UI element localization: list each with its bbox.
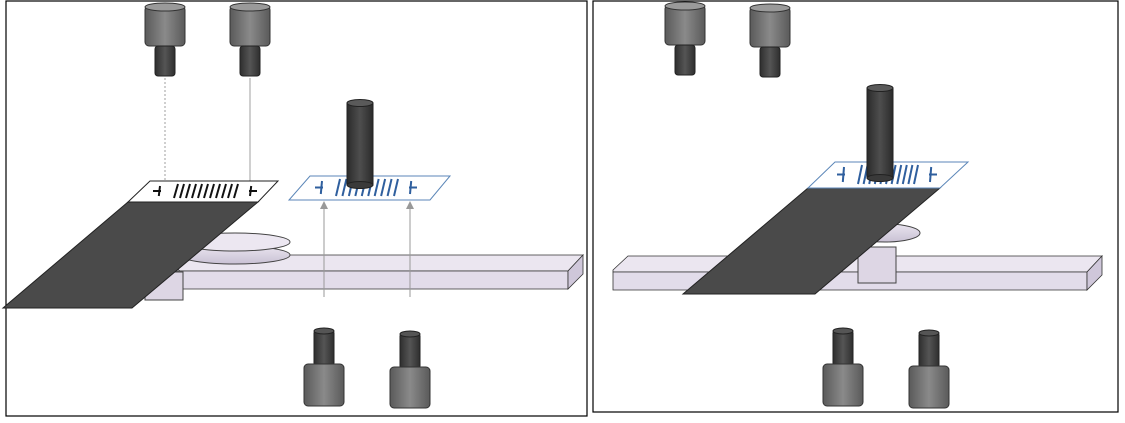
bottom-camera-icon [389, 330, 431, 409]
reticle-line [393, 178, 399, 197]
reticle-line [215, 183, 221, 199]
reticle-line [203, 183, 209, 199]
reticle-line [173, 183, 179, 199]
panel-left [1, 0, 588, 417]
alignment-pin-icon [866, 84, 894, 182]
stage-block [857, 246, 897, 284]
mask-label [126, 180, 280, 203]
panel-left-frame [5, 0, 588, 417]
reticle-line [907, 164, 914, 185]
top-camera-icon [749, 3, 791, 78]
reticle-mark-icon [153, 183, 257, 199]
reticle-line [233, 183, 239, 199]
top-camera-icon [229, 2, 271, 77]
reticle-line [341, 178, 348, 197]
reticle-line [896, 164, 903, 185]
projected-pattern [287, 175, 452, 201]
reticle-line [221, 183, 227, 199]
bottom-camera-icon [908, 329, 950, 409]
reticle-line [386, 178, 393, 197]
reticle-line [913, 164, 919, 185]
reticle-line [890, 164, 897, 185]
reticle-line [857, 164, 863, 185]
reticle-line [197, 183, 203, 199]
bottom-camera-icon [822, 327, 864, 407]
reticle-line [227, 183, 233, 199]
bottom-camera-icon [303, 327, 345, 407]
reticle-line [901, 164, 908, 185]
reticle-line [185, 183, 191, 199]
reticle-line [380, 178, 387, 197]
top-camera-icon [664, 1, 706, 76]
reticle-line [373, 178, 380, 197]
reticle-line [335, 178, 341, 197]
top-camera-icon [144, 2, 186, 77]
alignment-pin-icon [346, 99, 374, 189]
reticle-line [191, 183, 197, 199]
panel-right [592, 0, 1119, 413]
reticle-line [209, 183, 215, 199]
reticle-line [179, 183, 185, 199]
